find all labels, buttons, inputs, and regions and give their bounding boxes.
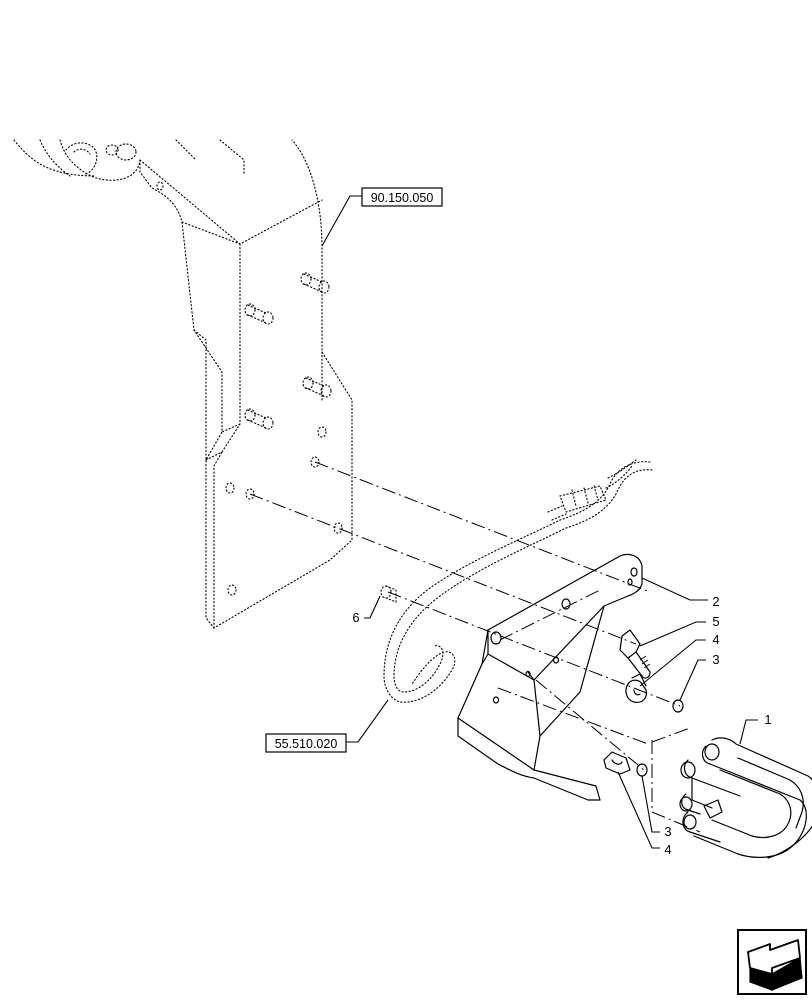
- callout-number: 1: [764, 712, 771, 727]
- wiring-harness-reference: [383, 459, 653, 703]
- screw: [380, 585, 397, 603]
- callout-3-lower: 3: [641, 775, 672, 839]
- reference-label-55-510-020: 55.510.020: [265, 699, 389, 753]
- callout-2: 2: [641, 577, 720, 609]
- reference-label-90-150-050: 90.150.050: [321, 187, 443, 247]
- callout-number: 6: [352, 610, 359, 625]
- callout-number: 3: [664, 824, 671, 839]
- reference-code-text: 90.150.050: [371, 191, 434, 205]
- hose-holder: [679, 737, 812, 859]
- callout-4-upper: 4: [639, 632, 720, 687]
- nut-lower: [636, 763, 648, 777]
- callout-number: 4: [712, 632, 719, 647]
- mounting-bracket: [457, 553, 643, 801]
- callout-4-lower: 4: [617, 771, 672, 857]
- callout-number: 3: [712, 652, 719, 667]
- next-page-arrow-icon[interactable]: [737, 929, 807, 995]
- assembly-center-lines: [249, 461, 701, 833]
- p-clip-upper: [625, 673, 647, 703]
- callout-6: 6: [352, 595, 381, 625]
- callout-number: 5: [712, 614, 719, 629]
- callout-number: 2: [712, 594, 719, 609]
- callout-number: 4: [664, 842, 671, 857]
- nut-upper: [672, 699, 684, 713]
- callout-5: 5: [639, 614, 720, 647]
- callout-3-upper: 3: [679, 652, 720, 701]
- bolt: [619, 629, 651, 679]
- callout-1: 1: [739, 712, 772, 745]
- p-clip-lower: [603, 751, 631, 775]
- frame-reference-outline: [13, 139, 353, 629]
- reference-code-text: 55.510.020: [275, 737, 338, 751]
